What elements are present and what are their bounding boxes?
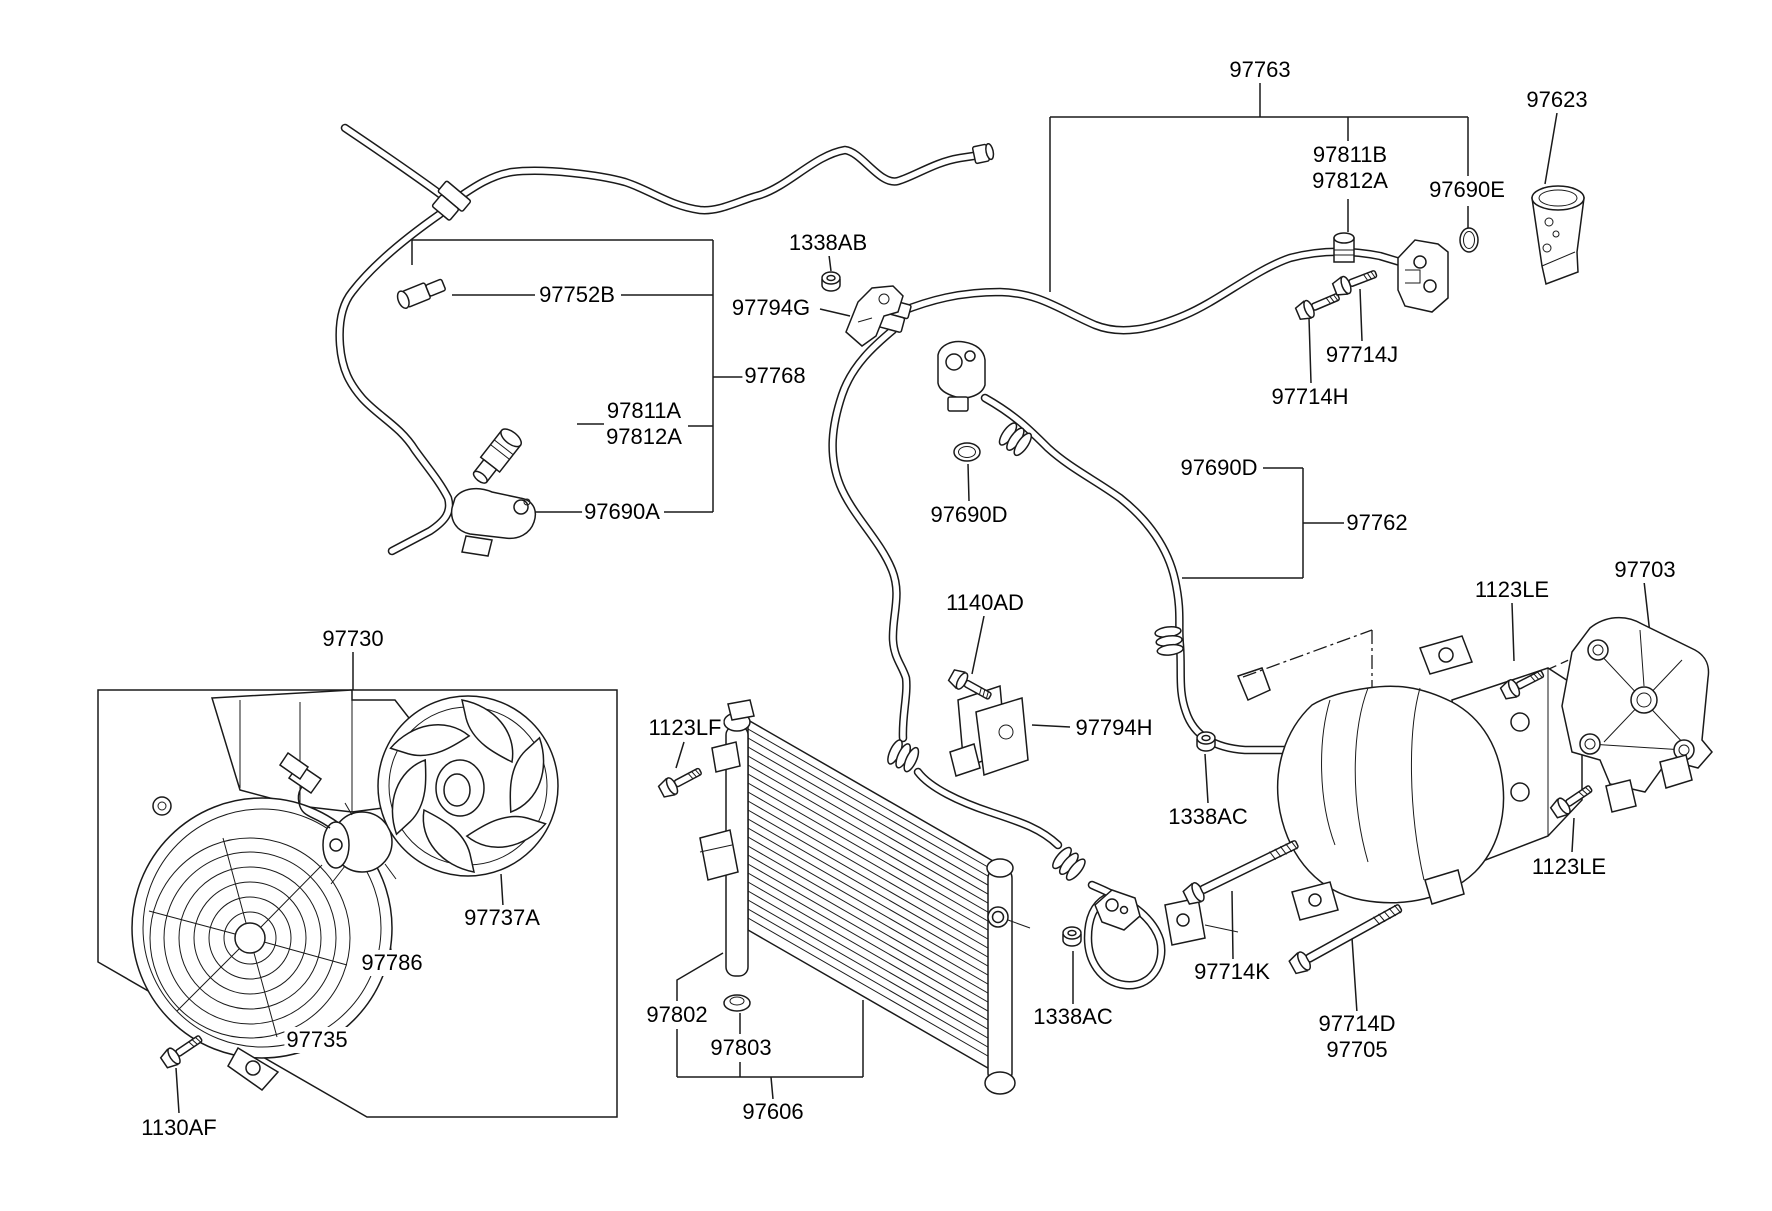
pipe-union-fitting [431, 180, 472, 221]
pressure-switch-97752B [396, 278, 446, 309]
pipe-joint-block [450, 487, 537, 557]
drier-clamp [711, 741, 741, 773]
bolt-1123LF [656, 762, 706, 801]
bolt-97714K [1181, 834, 1303, 908]
service-valve-97811A [472, 428, 522, 484]
compressor [1276, 635, 1583, 921]
bracket-97794H [949, 684, 1029, 777]
charge-valve-97811B [1333, 232, 1355, 263]
o-ring-97690D [953, 442, 981, 462]
bolt-1130AF [158, 1029, 207, 1071]
condenser-right-header [984, 858, 1031, 1095]
fan-blade-97737A [377, 695, 559, 877]
suction-port-block [1094, 889, 1141, 931]
bracket-97794G [845, 285, 904, 347]
expansion-valve-97623 [1531, 185, 1585, 286]
drier-cap-97803 [723, 994, 751, 1012]
o-ring-97690E [1459, 227, 1479, 253]
condenser-mount-bracket [1164, 897, 1239, 946]
bolt-97714J [1330, 264, 1380, 299]
fan-motor-97786 [278, 751, 397, 885]
liquid-line-block-fitting [937, 340, 986, 412]
group-box-97730 [97, 689, 618, 1118]
nut-1338AC-b [1062, 926, 1082, 947]
compressor-bracket-97703 [1561, 616, 1713, 813]
bolt-97714H [1293, 287, 1343, 323]
hose-mount-bracket [1397, 239, 1449, 313]
pipe-end-fitting [971, 142, 995, 165]
nut-1338AC-a [1196, 731, 1216, 752]
condenser-97606 [699, 699, 1239, 1095]
suction-hose-97763 [828, 232, 1449, 990]
receiver-drier-97802 [699, 699, 755, 977]
discharge-pipe-97768 [335, 123, 995, 556]
nut-1338AB [821, 271, 841, 292]
